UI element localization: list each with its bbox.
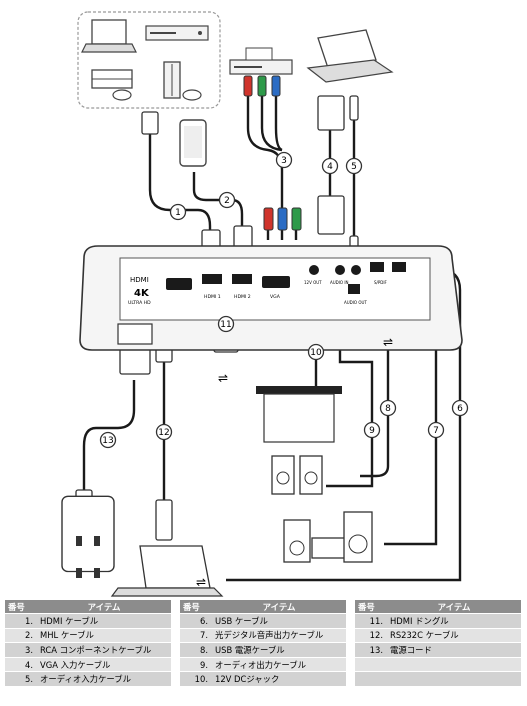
hdmi2-port-label: HDMI 2 [234, 294, 251, 300]
game-console-icon [91, 69, 133, 101]
legend-row: 2.MHL ケーブル [5, 628, 171, 644]
callout-13: 13 [102, 436, 113, 446]
usb-symbol-3-icon: ⇌ [196, 575, 206, 589]
hdmi1-port-label: HDMI 1 [204, 294, 221, 300]
spdif-label: S/PDIF [374, 280, 388, 285]
legend-row: 5.オーディオ入力ケーブル [5, 671, 171, 687]
callout-9: 9 [369, 426, 375, 436]
usb-symbol-icon: ⇌ [218, 371, 228, 385]
rca-plugs [243, 75, 302, 231]
cable-audio-out [326, 336, 374, 488]
laptop-vga-icon [306, 29, 394, 83]
12v-out-label: 12V OUT [304, 280, 322, 285]
legend-table-1: 番号アイテム 1.HDMI ケーブル 2.MHL ケーブル 3.RCA コンポー… [5, 600, 171, 687]
speakers-icon [271, 455, 323, 495]
audio-system-icon [283, 511, 373, 563]
legend-table-3: 番号アイテム 11.HDMI ドングル 12.RS232C ケーブル 13.電源… [355, 600, 521, 687]
callout-3: 3 [281, 156, 287, 166]
callout-12: 12 [158, 428, 169, 438]
legend-table-2: 番号アイテム 6.USB ケーブル 7.光デジタル音声出力ケーブル 8.USB … [180, 600, 346, 687]
legend-row: 8.USB 電源ケーブル [180, 642, 346, 658]
callout-5: 5 [351, 162, 357, 172]
legend-row: 3.RCA コンポーネントケーブル [5, 642, 171, 658]
legend-row [355, 657, 521, 673]
legend-row: 1.HDMI ケーブル [5, 613, 171, 629]
audio-in-label: AUDIO IN [330, 280, 349, 285]
legend-row: 6.USB ケーブル [180, 613, 346, 629]
usb-symbol-2-icon: ⇌ [383, 335, 393, 349]
callout-markers: 1 2 3 4 5 6 7 8 9 10 11 12 13 [99, 151, 469, 449]
legend-row: 7.光デジタル音声出力ケーブル [180, 628, 346, 644]
legend-row: 9.オーディオ出力ケーブル [180, 657, 346, 673]
dvd-player-icon [229, 47, 293, 75]
connection-diagram: HDMI 4K ULTRA HD HDMI 1 HDMI 2 VGA 12V O… [61, 11, 469, 597]
projector-back-panel: HDMI 4K ULTRA HD HDMI 1 HDMI 2 VGA 12V O… [79, 245, 463, 351]
source-devices-group [77, 11, 221, 109]
smartphone-icon [179, 119, 207, 167]
legend-header-item: アイテム [387, 600, 521, 614]
legend-header-item: アイテム [37, 600, 171, 614]
wall-outlet-icon [61, 495, 115, 578]
bluray-player-icon [145, 25, 209, 41]
callout-7: 7 [433, 426, 439, 436]
callout-2: 2 [224, 196, 230, 206]
legend-header-item: アイテム [212, 600, 346, 614]
projection-screen-icon [256, 386, 342, 443]
laptop-device-icon [81, 19, 137, 53]
legend-row [355, 671, 521, 687]
laptop-rs232-icon [110, 545, 224, 597]
audio-out-label: AUDIO OUT [344, 300, 367, 305]
hdmi-logo-label: HDMI [130, 276, 149, 284]
cable-usb-power [360, 340, 390, 478]
legend-header-num: 番号 [5, 600, 37, 614]
power-inlet [117, 323, 153, 345]
callout-8: 8 [385, 404, 391, 414]
ultra-hd-badge: ULTRA HD [128, 300, 151, 306]
legend-header-num: 番号 [355, 600, 387, 614]
legend-row: 12.RS232C ケーブル [355, 628, 521, 644]
legend-row: 4.VGA 入力ケーブル [5, 657, 171, 673]
cable-power [82, 380, 136, 510]
4k-badge: 4K [134, 288, 150, 299]
callout-1: 1 [175, 208, 181, 218]
game-console-2-icon [163, 61, 202, 101]
callout-10: 10 [310, 348, 322, 358]
legend-row: 13.電源コード [355, 642, 521, 658]
callout-4: 4 [327, 162, 333, 172]
legend-header-num: 番号 [180, 600, 212, 614]
legend-row: 11.HDMI ドングル [355, 613, 521, 629]
callout-6: 6 [457, 404, 463, 414]
vga-port-label: VGA [270, 294, 281, 300]
callout-11: 11 [220, 320, 231, 330]
legend-row: 10.12V DCジャック [180, 671, 346, 687]
